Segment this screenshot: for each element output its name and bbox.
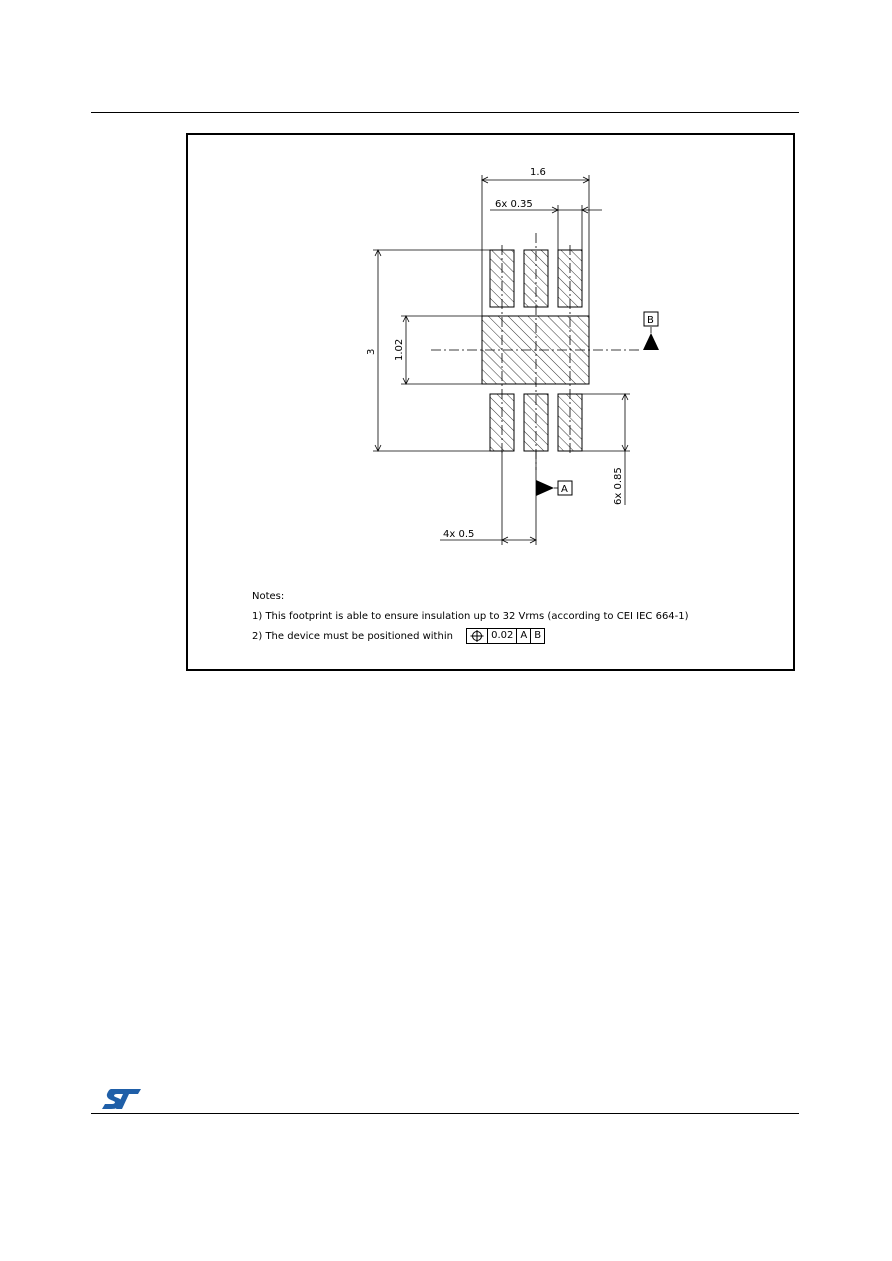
dim-center-pad-height: [401, 315, 482, 385]
dim-overall-width-label: 1.6: [530, 167, 546, 178]
centerlines: [431, 233, 640, 470]
note-2-line: 2) The device must be positioned within …: [252, 627, 689, 647]
st-logo-icon: [102, 1089, 141, 1109]
dim-pitch: [440, 451, 537, 545]
dim-overall-height: [373, 249, 490, 452]
datum-b-marker: [643, 311, 659, 350]
tolerance-datum-a: A: [517, 629, 532, 643]
feature-control-frame: 0.02 A B: [466, 628, 546, 644]
dim-pad-height: [582, 393, 630, 505]
header-rule: [91, 112, 799, 113]
datum-a-marker: [536, 480, 573, 496]
tolerance-datum-b: B: [534, 630, 542, 641]
footprint-drawing: 1.6 6x 0.35 3 1.02: [366, 167, 659, 545]
notes-heading: Notes:: [252, 591, 285, 602]
datum-b-label: B: [647, 315, 654, 326]
dim-pad-height-label: 6x 0.85: [613, 467, 624, 505]
dim-center-pad-height-label: 1.02: [394, 339, 405, 361]
dim-overall-height-label: 3: [366, 349, 377, 355]
datum-a-label: A: [561, 484, 568, 495]
note-1: 1) This footprint is able to ensure insu…: [252, 611, 689, 622]
footer-rule: [91, 1113, 799, 1114]
notes-block: Notes: 1) This footprint is able to ensu…: [252, 587, 689, 647]
position-tolerance-icon: [467, 629, 489, 643]
dim-pad-width: [490, 205, 602, 250]
dim-pitch-label: 4x 0.5: [443, 529, 474, 540]
dim-pad-width-label: 6x 0.35: [495, 199, 533, 210]
note-2: 2) The device must be positioned within: [252, 631, 453, 642]
dim-overall-width: [481, 175, 590, 316]
footprint-drawing-frame: 1.6 6x 0.35 3 1.02: [186, 133, 795, 671]
tolerance-value: 0.02: [488, 629, 518, 643]
